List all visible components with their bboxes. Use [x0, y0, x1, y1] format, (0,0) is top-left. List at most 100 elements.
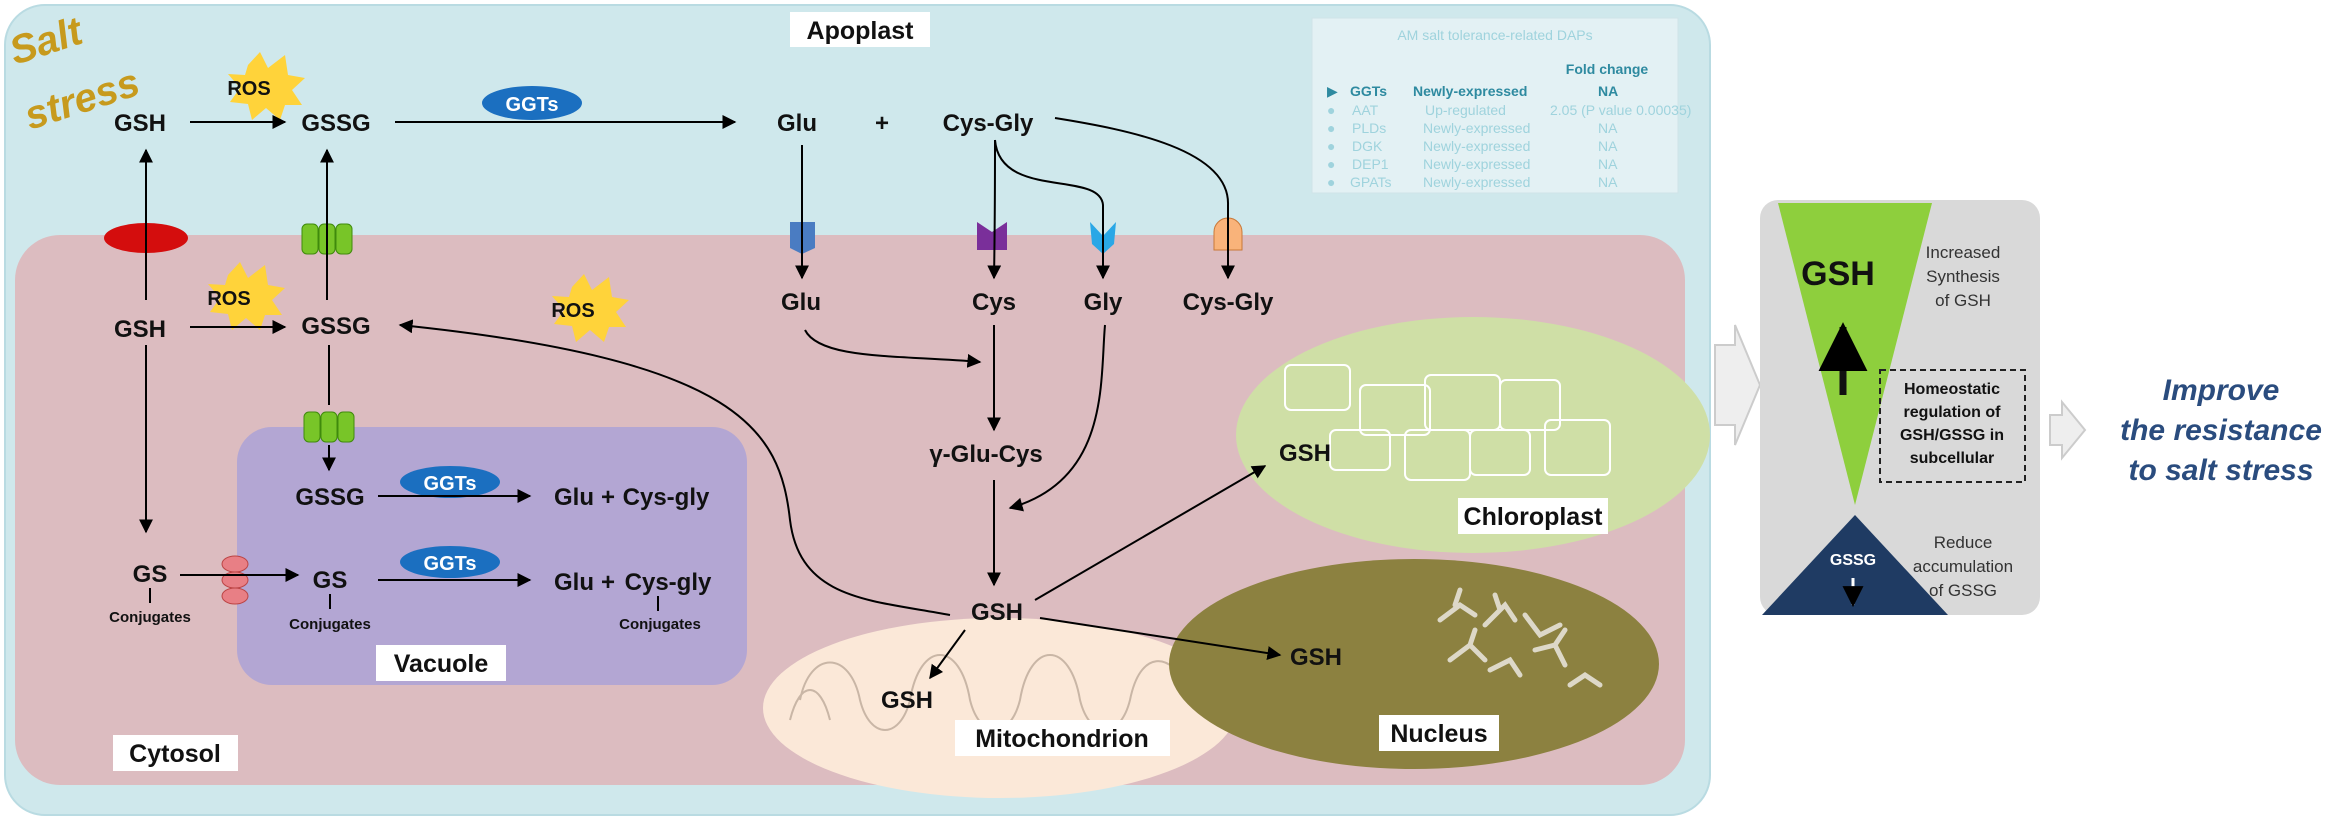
gamma-glu-cys: γ-Glu-Cys [929, 441, 1042, 468]
arrow-glu-to-gamma [804, 329, 982, 368]
arrow-gly-to-gsh [1008, 324, 1106, 512]
conjugates-cytosol: Conjugates [109, 609, 191, 626]
chloroplast-organelle [1236, 317, 1710, 553]
svg-text:DGK: DGK [1352, 138, 1383, 154]
panel-reduce-2: accumulation [1913, 557, 2013, 576]
glu-vacuole-1: Glu [554, 484, 594, 511]
chloroplast-label: Chloroplast [1464, 503, 1604, 531]
panel-homeo-3: GSH/GSSG in [1900, 427, 2004, 444]
nucleus-label-box [1379, 715, 1499, 751]
svg-text:GPATs: GPATs [1350, 174, 1392, 190]
ggts-badge-vacuole-1: GGTs [400, 466, 500, 498]
dap-table-row: ● DGK Newly-expressed NA [1327, 138, 1618, 154]
ros-burst-middle: ROS [207, 262, 285, 330]
dap-table-row: ● AAT Up-regulated 2.05 (P value 0.00035… [1327, 102, 1691, 118]
arrow-gsh-to-nucleus [1039, 617, 1282, 660]
glu-cytosol: Glu [781, 289, 821, 316]
gssg-apoplast: GSSG [301, 110, 370, 137]
svg-text:Newly-expressed: Newly-expressed [1423, 174, 1530, 190]
vacuole-label: Vacuole [394, 650, 489, 678]
ros-burst-right: ROS [551, 274, 629, 342]
gsh-synthesized: GSH [971, 599, 1023, 626]
panel-increased-2: Synthesis [1926, 267, 2000, 286]
outcome-line-2: the resistance [2120, 414, 2322, 447]
arrow-gsh-to-gssg-cytosol-long [398, 319, 951, 616]
dap-table-title: AM salt tolerance-related DAPs [1397, 27, 1592, 43]
panel-gsh-label: GSH [1801, 255, 1875, 293]
svg-text:●: ● [1327, 120, 1335, 136]
cys-gly-vacuole-2: Cys-gly [625, 569, 712, 596]
svg-text:PLDs: PLDs [1352, 120, 1386, 136]
svg-text:●: ● [1327, 156, 1335, 172]
svg-text:●: ● [1327, 102, 1335, 118]
nucleus-chromatin [1437, 587, 1603, 688]
gsh-mitochondrion: GSH [881, 687, 933, 714]
svg-text:●: ● [1327, 138, 1335, 154]
dap-table-row: ▶ GGTs Newly-expressed NA [1327, 83, 1618, 99]
dap-table-row: ● DEP1 Newly-expressed NA [1327, 156, 1618, 172]
outcome-line-1: Improve [2163, 374, 2280, 407]
mitochondrion-label-box [955, 720, 1170, 756]
plus-apoplast: + [875, 110, 889, 137]
cytosol-label: Cytosol [129, 740, 221, 768]
vacuole-transporter-3 [221, 587, 249, 605]
cys-gly-cytosol: Cys-Gly [1183, 289, 1274, 316]
arrow-cys-gly-uptake [1054, 117, 1235, 280]
apoplast-label: Apoplast [807, 17, 915, 45]
svg-text:Newly-expressed: Newly-expressed [1413, 83, 1527, 99]
svg-text:GGTs: GGTs [424, 473, 477, 495]
svg-text:NA: NA [1598, 138, 1618, 154]
svg-text:Newly-expressed: Newly-expressed [1423, 156, 1530, 172]
ros-label-right: ROS [551, 300, 594, 322]
svg-text:2.05 (P value 0.00035): 2.05 (P value 0.00035) [1550, 102, 1691, 118]
panel-reduce-1: Reduce [1934, 533, 1993, 552]
conjugates-vacuole: Conjugates [289, 616, 371, 633]
svg-text:Newly-expressed: Newly-expressed [1423, 120, 1530, 136]
plus-vacuole-2: + [601, 569, 615, 596]
chloroplast-thylakoids [1284, 364, 1611, 481]
svg-text:GGTs: GGTs [1350, 83, 1387, 99]
block-arrow-to-panel [1714, 324, 1762, 446]
panel-homeo-2: regulation of [1904, 404, 2002, 421]
arrow-cys-uptake [987, 139, 1002, 280]
gsh-nucleus: GSH [1290, 644, 1342, 671]
ros-label-middle: ROS [207, 288, 250, 310]
conjugates-vacuole-2: Conjugates [619, 616, 701, 633]
gssg-vacuole: GSSG [295, 484, 364, 511]
homeostatic-box [1879, 369, 2026, 483]
plus-vacuole-1: + [601, 484, 615, 511]
outcome-line-3: to salt stress [2128, 454, 2313, 487]
block-arrow-to-outcome [2049, 399, 2087, 461]
nucleus-label: Nucleus [1390, 720, 1487, 748]
gs-cytosol: GS [133, 561, 168, 588]
ros-burst-top: ROS [227, 52, 305, 120]
panel-increased-3: of GSH [1935, 291, 1991, 310]
cys-transporter [977, 222, 1007, 250]
glu-vacuole-2: Glu [554, 569, 594, 596]
dap-table: AM salt tolerance-related DAPs Fold chan… [1311, 17, 1691, 194]
svg-text:NA: NA [1598, 156, 1618, 172]
cys-gly-apoplast: Cys-Gly [943, 110, 1034, 137]
svg-text:GGTs: GGTs [424, 553, 477, 575]
svg-text:Up-regulated: Up-regulated [1425, 102, 1506, 118]
ggts-badge-apoplast: GGTs [482, 86, 582, 120]
arrow-gsh-to-chloroplast [1034, 465, 1267, 601]
gs-vacuole: GS [313, 567, 348, 594]
svg-text:NA: NA [1598, 83, 1618, 99]
svg-text:NA: NA [1598, 120, 1618, 136]
ggts-badge-vacuole-2: GGTs [400, 546, 500, 578]
panel-increased-1: Increased [1926, 243, 2001, 262]
svg-text:NA: NA [1598, 174, 1618, 190]
svg-text:DEP1: DEP1 [1352, 156, 1389, 172]
dap-table-row: ● PLDs Newly-expressed NA [1327, 120, 1618, 136]
glu-apoplast: Glu [777, 110, 817, 137]
membrane-transporter-green-2 [303, 411, 355, 443]
cytosol-label-box [113, 735, 238, 771]
ros-label-top: ROS [227, 78, 270, 100]
svg-text:●: ● [1327, 174, 1335, 190]
mitochondrion-organelle [763, 618, 1237, 798]
svg-text:AAT: AAT [1352, 102, 1379, 118]
chloroplast-label-box [1458, 498, 1608, 534]
panel-reduce-3: of GSSG [1929, 581, 1997, 600]
